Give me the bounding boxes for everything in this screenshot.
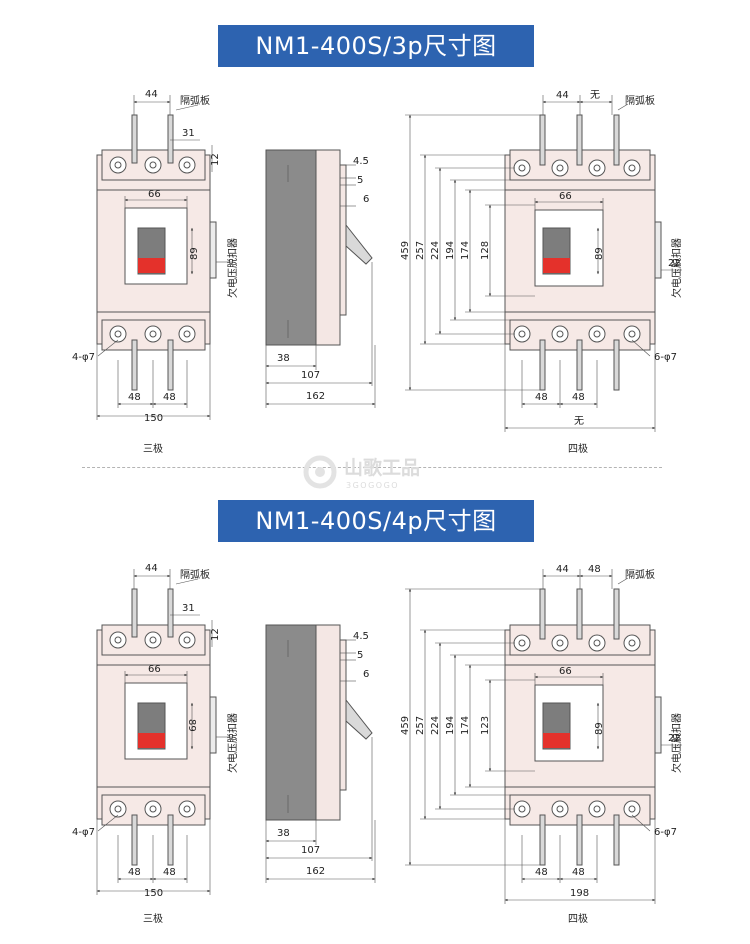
section-title-3p: NM1-400S/3p尺寸图 — [218, 25, 534, 67]
four-height-1: 257 — [415, 716, 426, 735]
four-top-pitch-b: 48 — [588, 564, 601, 575]
four-top-pitch-b: 无 — [590, 90, 600, 101]
four-height-3: 194 — [445, 241, 456, 260]
dimension-drawing-4p: 44 隔弧板 31 12 66 89 欠电压脱扣器 4-φ7 48 48 150… — [72, 563, 683, 925]
four-undervoltage-label: 欠电压脱扣器 — [670, 238, 683, 298]
four-caption: 四极 — [568, 912, 588, 925]
front-pitch-b: 48 — [163, 392, 176, 403]
side-dim-1: 4.5 — [353, 631, 369, 642]
four-pole-view — [504, 114, 662, 391]
side-depth-b: 107 — [301, 370, 320, 381]
front-handle-width: 66 — [148, 189, 161, 200]
front-barrier-label: 隔弧板 — [180, 568, 210, 581]
four-caption: 四极 — [568, 442, 588, 455]
section-divider — [82, 467, 662, 468]
watermark-logo: 山歌工品 3GOGOGO — [300, 448, 460, 496]
side-depth-c: 162 — [306, 866, 325, 877]
four-height-4: 174 — [460, 241, 471, 260]
front-barrier-gap: 12 — [210, 153, 221, 166]
side-depth-c: 162 — [306, 391, 325, 402]
front-barrier-label: 隔弧板 — [180, 94, 210, 107]
front-undervoltage-label: 欠电压脱扣器 — [226, 713, 239, 773]
four-top-pitch-a: 44 — [556, 90, 569, 101]
front-pitch-a: 48 — [128, 392, 141, 403]
four-top-pitch-a: 44 — [556, 564, 569, 575]
side-dim-3: 6 — [363, 194, 369, 205]
four-height-3: 194 — [445, 716, 456, 735]
front-top-pitch: 44 — [145, 89, 158, 100]
four-height-2: 224 — [430, 716, 441, 735]
four-height-5: 123 — [480, 716, 491, 735]
side-view — [265, 149, 373, 346]
section-title-4p: NM1-400S/4p尺寸图 — [218, 500, 534, 542]
four-side-offset: 22 — [668, 733, 681, 744]
four-height-5: 128 — [480, 241, 491, 260]
side-depth-a: 38 — [277, 828, 290, 839]
front-holes-label: 4-φ7 — [72, 827, 95, 838]
four-undervoltage-label: 欠电压脱扣器 — [670, 713, 683, 773]
four-height-0: 459 — [400, 241, 411, 260]
four-height-2: 224 — [430, 241, 441, 260]
four-pitch-a: 48 — [535, 392, 548, 403]
side-dim-2: 5 — [357, 650, 363, 661]
four-barrier-label: 隔弧板 — [625, 94, 655, 107]
front-top-pitch: 44 — [145, 563, 158, 574]
side-view — [265, 624, 373, 821]
front-view-3pole — [96, 588, 217, 866]
four-side-offset: 22 — [668, 258, 681, 269]
front-barrier-gap: 12 — [210, 628, 221, 641]
four-handle-height: 89 — [594, 722, 605, 735]
watermark-mark: 山歌工品 3GOGOGO — [303, 455, 420, 490]
side-depth-a: 38 — [277, 353, 290, 364]
front-terminal-offset: 31 — [182, 603, 195, 614]
front-width: 150 — [144, 413, 163, 424]
four-height-1: 257 — [415, 241, 426, 260]
four-handle-width: 66 — [559, 191, 572, 202]
four-pitch-b: 48 — [572, 392, 585, 403]
front-caption: 三极 — [143, 442, 163, 455]
watermark-sub: 3GOGOGO — [346, 481, 399, 490]
side-dim-1: 4.5 — [353, 156, 369, 167]
side-dim-2: 5 — [357, 175, 363, 186]
front-holes-label: 4-φ7 — [72, 352, 95, 363]
front-pitch-a: 48 — [128, 867, 141, 878]
four-height-0: 459 — [400, 716, 411, 735]
front-handle-height: 89 — [189, 247, 200, 260]
front-caption: 三极 — [143, 912, 163, 925]
side-depth-b: 107 — [301, 845, 320, 856]
dimension-drawing-3p: 44 隔弧板 31 12 66 89 欠电压脱扣器 4-φ7 48 48 150… — [72, 89, 683, 455]
front-handle-height: 89 — [186, 719, 197, 732]
four-width: 无 — [574, 416, 584, 427]
four-pole-view — [504, 588, 662, 866]
front-undervoltage-label: 欠电压脱扣器 — [226, 238, 239, 298]
four-pitch-b: 48 — [572, 867, 585, 878]
side-dim-3: 6 — [363, 669, 369, 680]
front-width: 150 — [144, 888, 163, 899]
four-holes-label: 6-φ7 — [654, 827, 677, 838]
front-handle-width: 66 — [148, 664, 161, 675]
four-height-4: 174 — [460, 716, 471, 735]
four-barrier-label: 隔弧板 — [625, 568, 655, 581]
front-terminal-offset: 31 — [182, 128, 195, 139]
watermark-brand: 山歌工品 — [344, 456, 420, 479]
front-pitch-b: 48 — [163, 867, 176, 878]
four-holes-label: 6-φ7 — [654, 352, 677, 363]
four-pitch-a: 48 — [535, 867, 548, 878]
four-handle-height: 89 — [594, 247, 605, 260]
four-handle-width: 66 — [559, 666, 572, 677]
four-width: 198 — [570, 888, 589, 899]
